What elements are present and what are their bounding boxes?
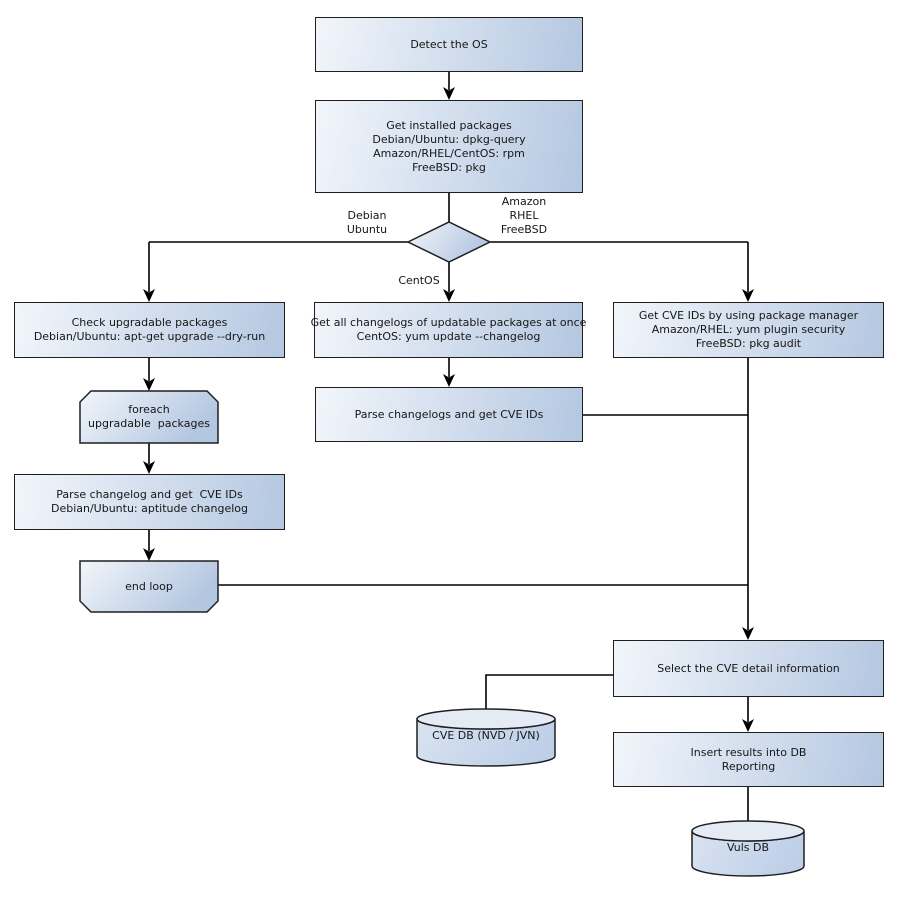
- node-check-upgradable-packages: Check upgradable packages Debian/Ubuntu:…: [14, 302, 285, 358]
- branch-label-debian-ubuntu: Debian Ubuntu: [346, 209, 388, 236]
- node-detect-os: Detect the OS: [315, 17, 583, 72]
- decision-diamond-os: [406, 221, 492, 263]
- loop-start-foreach-label: foreach upgradable packages: [88, 403, 210, 430]
- cve-db-label: CVE DB (NVD / JVN): [432, 729, 540, 742]
- node-get-all-changelogs: Get all changelogs of updatable packages…: [311, 302, 586, 358]
- branch-label-centos: CentOS: [398, 274, 440, 287]
- loop-end-label: end loop: [125, 579, 173, 593]
- loop-start-shape: [79, 390, 219, 444]
- cve-db-cylinder: [416, 708, 556, 767]
- loop-end-shape: [79, 560, 219, 613]
- node-get-cve-ids-package-manager: Get CVE IDs by using package manager Ama…: [613, 302, 884, 358]
- node-parse-changelog-debian: Parse changelog and get CVE IDs Debian/U…: [14, 474, 285, 530]
- vuls-db-cylinder: [691, 820, 805, 877]
- node-insert-results-reporting: Insert results into DB Reporting: [613, 732, 884, 787]
- node-get-installed-packages: Get installed packages Debian/Ubuntu: dp…: [315, 100, 583, 193]
- branch-label-amazon-rhel-freebsd: Amazon RHEL FreeBSD: [500, 195, 548, 236]
- flow-connectors: [148, 72, 749, 821]
- node-parse-changelogs: Parse changelogs and get CVE IDs: [315, 387, 583, 442]
- node-select-cve-detail: Select the CVE detail information: [613, 640, 884, 697]
- vuls-db-label: Vuls DB: [726, 841, 770, 854]
